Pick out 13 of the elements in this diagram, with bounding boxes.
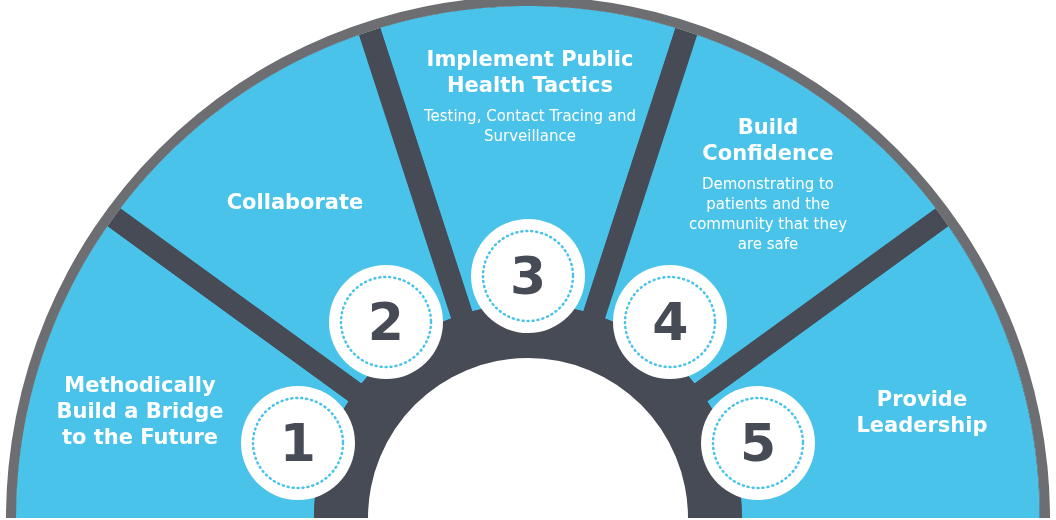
step-number: 3 (509, 248, 547, 304)
step-number: 4 (652, 294, 689, 351)
step-title: Collaborate (226, 189, 364, 215)
step-title: Provide Leadership (855, 386, 989, 438)
step-description: Testing, Contact Tracing and Surveillance (422, 106, 638, 146)
step-number: 1 (279, 415, 316, 472)
step-number: 5 (740, 415, 777, 472)
step-number: 2 (367, 294, 404, 351)
step-description: Demonstrating to patients and the community that they are safe (687, 174, 849, 254)
step-title: Implement Public Health Tactics (425, 46, 635, 98)
step-title: Build Confidence (701, 114, 835, 166)
number-circle (471, 219, 585, 333)
step-title: Methodically Build a Bridge to the Future (55, 372, 225, 450)
